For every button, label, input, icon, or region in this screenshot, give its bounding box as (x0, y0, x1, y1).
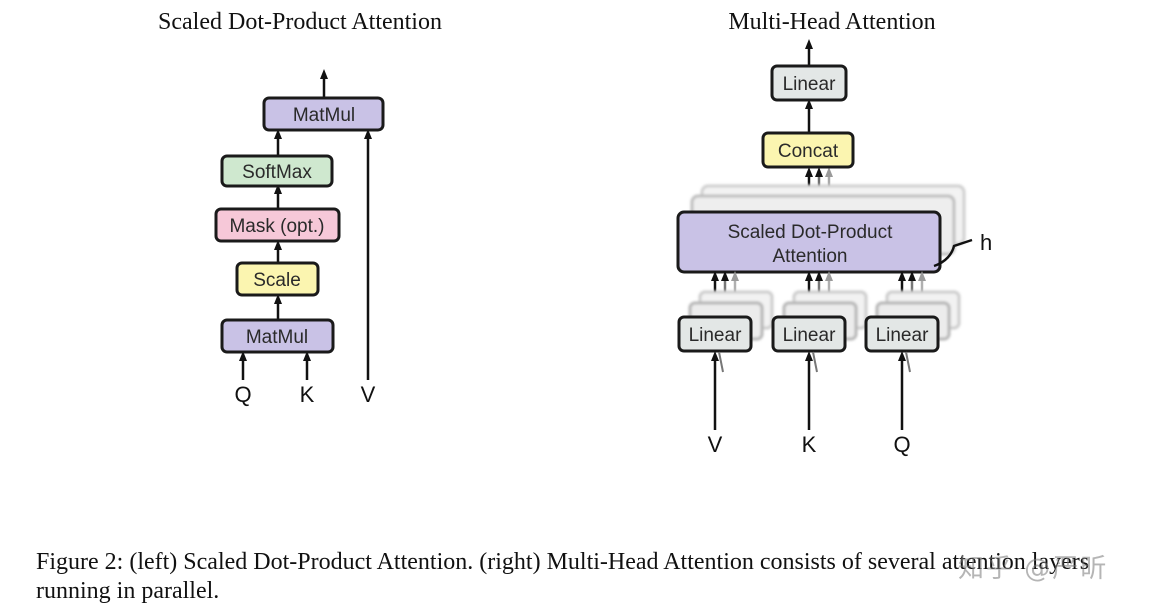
attention-block: Scaled Dot-Product Attention (676, 210, 942, 274)
linear-top-box (770, 64, 848, 102)
figure-caption: Figure 2: (left) Scaled Dot-Product Atte… (36, 549, 1090, 604)
matmul-bottom-box (220, 318, 335, 354)
linear-k-label: Linear (783, 325, 836, 346)
right-input-k: K (802, 432, 817, 457)
mask-block: Mask (opt.) (214, 207, 341, 243)
matmul-top-label: MatMul (293, 105, 355, 126)
linear-k-group: Linear (771, 271, 868, 430)
linear-k-input-shadow (812, 351, 818, 373)
linear-q-input-shadow (905, 351, 911, 373)
scale-label: Scale (253, 270, 301, 291)
matmul-bottom-block: MatMul (220, 318, 335, 354)
linear-top-block: Linear (770, 64, 848, 102)
softmax-label: SoftMax (242, 162, 312, 183)
attention-label-line2: Attention (773, 246, 848, 267)
concat-label: Concat (778, 141, 839, 162)
matmul-bottom-label: MatMul (246, 327, 308, 348)
linear-v-group: Linear (677, 271, 774, 430)
heads-bracket-icon (933, 238, 973, 268)
left-title: Scaled Dot-Product Attention (158, 9, 442, 35)
mask-label: Mask (opt.) (229, 216, 324, 237)
linear-q-label: Linear (876, 325, 929, 346)
right-title: Multi-Head Attention (728, 9, 935, 35)
heads-label: h (980, 230, 992, 255)
concat-box (761, 131, 855, 169)
left-input-q: Q (234, 382, 251, 407)
right-input-q: Q (893, 432, 910, 457)
concat-block: Concat (761, 131, 855, 169)
attention-label-line1: Scaled Dot-Product (728, 222, 893, 243)
linear-v-input-shadow (718, 351, 724, 373)
softmax-block: SoftMax (220, 154, 334, 188)
scale-block: Scale (235, 261, 320, 297)
right-input-v: V (708, 432, 723, 457)
left-input-v: V (361, 382, 376, 407)
left-input-k: K (300, 382, 315, 407)
linear-q-group: Linear (864, 271, 961, 430)
scale-box (235, 261, 320, 297)
matmul-top-block: MatMul (262, 96, 385, 132)
softmax-box (220, 154, 334, 188)
matmul-top-box (262, 96, 385, 132)
watermark: 知乎 @严昕 (958, 554, 1109, 584)
linear-v-label: Linear (689, 325, 742, 346)
linear-top-label: Linear (783, 74, 836, 95)
mask-box (214, 207, 341, 243)
